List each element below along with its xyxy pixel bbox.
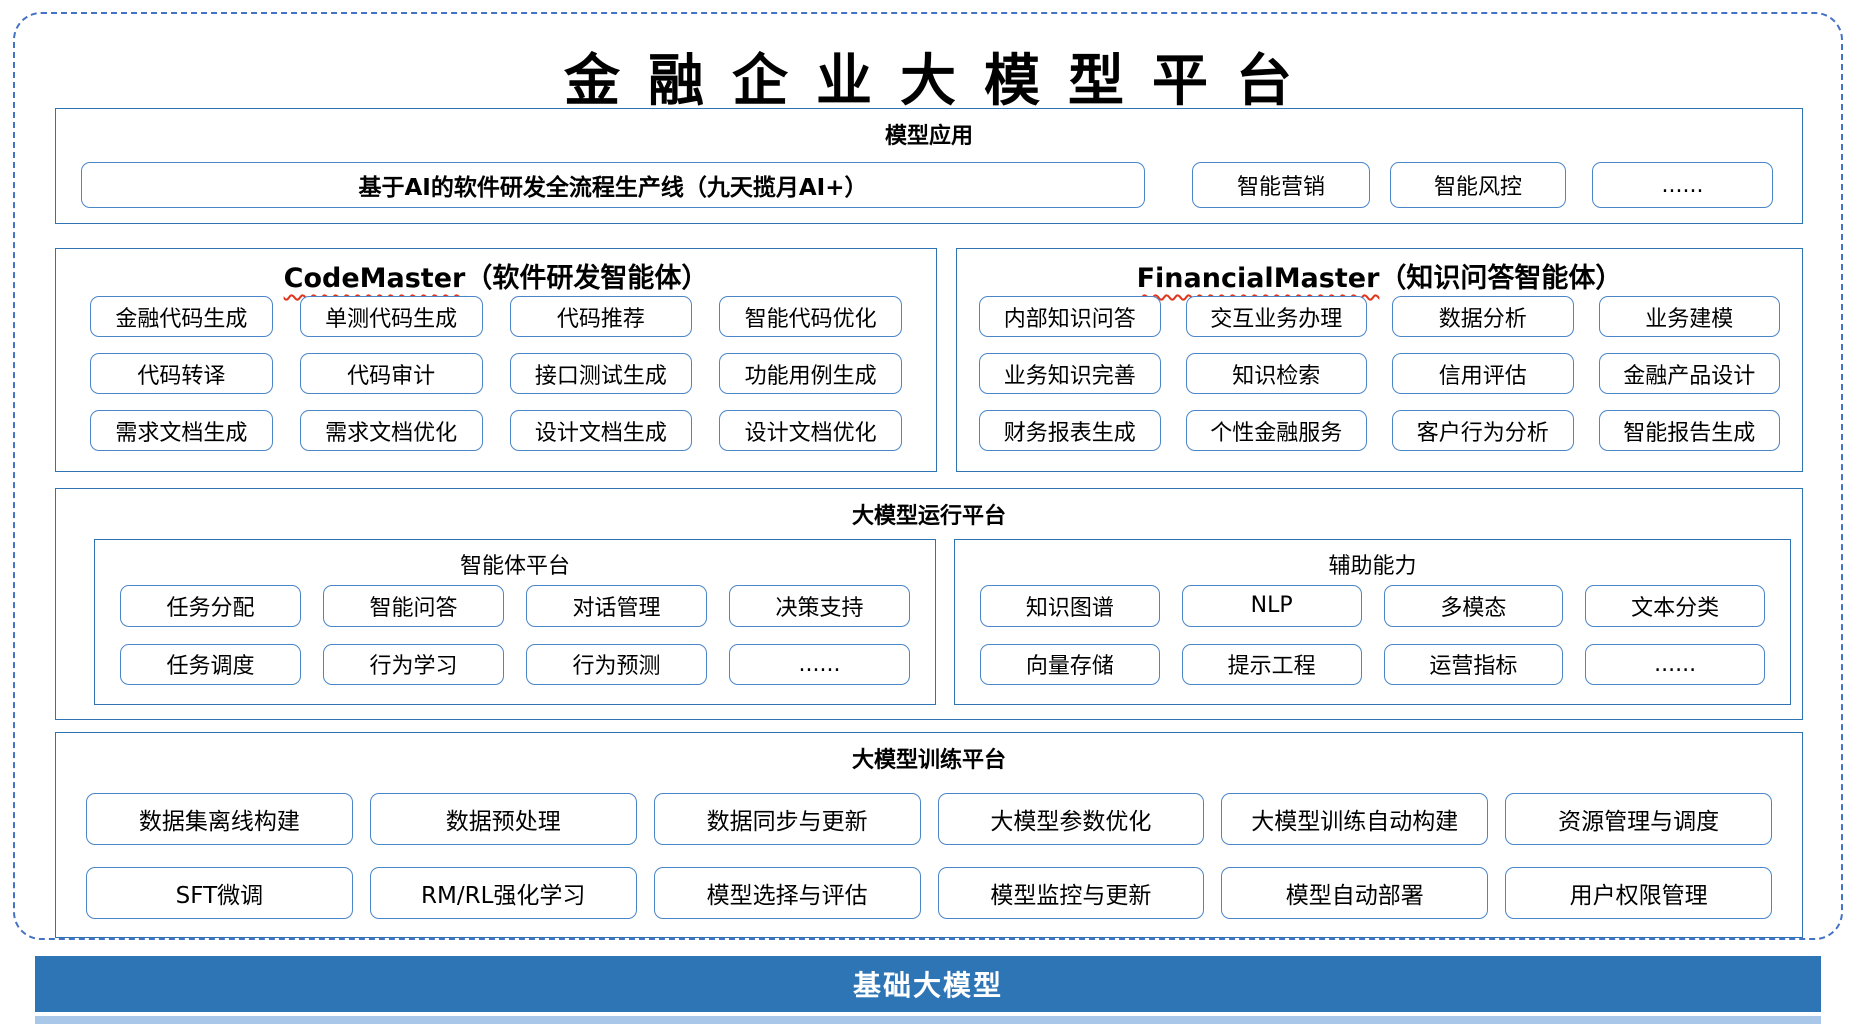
page-title: 金融企业大模型平台 bbox=[564, 48, 1320, 114]
chip: 模型监控与更新 bbox=[937, 867, 1205, 919]
chip: 业务知识完善 bbox=[979, 353, 1161, 394]
chip: RM/RL强化学习 bbox=[369, 867, 637, 919]
chip: 行为学习 bbox=[323, 643, 504, 685]
chip: 知识检索 bbox=[1185, 353, 1367, 394]
chip-grid: 数据集离线构建数据预处理数据同步与更新大模型参数优化大模型训练自动构建资源管理与… bbox=[86, 793, 1772, 919]
chip: ...... bbox=[1585, 643, 1765, 685]
chip: 资源管理与调度 bbox=[1505, 793, 1772, 845]
chip: 交互业务办理 bbox=[1185, 296, 1367, 337]
codemaster-title: CodeMaster（软件研发智能体） bbox=[56, 256, 936, 295]
chip-grid: 知识图谱 NLP 多模态文本分类向量存储提示工程运营指标...... bbox=[980, 585, 1765, 685]
codemaster-title-en: CodeMaster bbox=[283, 263, 466, 294]
chip: 设计文档优化 bbox=[719, 410, 902, 451]
chip: 智能报告生成 bbox=[1598, 410, 1780, 451]
financialmaster-title-en: FinancialMaster bbox=[1136, 263, 1380, 294]
chip: 智能营销 bbox=[1192, 162, 1370, 208]
chip: 智能代码优化 bbox=[719, 296, 902, 337]
chip: 个性金融服务 bbox=[1185, 410, 1367, 451]
subsection-agent-platform: 智能体平台 任务分配智能问答对话管理决策支持任务调度行为学习行为预测...... bbox=[94, 539, 936, 705]
chip: 任务分配 bbox=[120, 585, 301, 627]
chip: 文本分类 bbox=[1585, 585, 1765, 627]
section-model-app-title: 模型应用 bbox=[884, 124, 973, 149]
chip: 功能用例生成 bbox=[719, 353, 902, 394]
section-training-platform: 大模型训练平台 数据集离线构建数据预处理数据同步与更新大模型参数优化大模型训练自… bbox=[55, 732, 1803, 938]
chip: 数据集离线构建 bbox=[86, 793, 353, 845]
chip: 财务报表生成 bbox=[979, 410, 1161, 451]
chip: 智能问答 bbox=[323, 585, 504, 627]
chip-ai-pipeline: 基于AI的软件研发全流程生产线（九天揽月AI+） bbox=[81, 162, 1145, 208]
chip: 代码审计 bbox=[299, 353, 483, 394]
codemaster-title-zh: （软件研发智能体） bbox=[465, 263, 709, 294]
chip: 模型自动部署 bbox=[1221, 867, 1489, 919]
chip: 接口测试生成 bbox=[509, 353, 693, 394]
base-model-label: 基础大模型 bbox=[852, 969, 1003, 1002]
base-model-bar: 基础大模型 bbox=[35, 956, 1821, 1012]
chip: 金融代码生成 bbox=[90, 296, 273, 337]
chip: SFT微调 bbox=[86, 867, 353, 919]
chip: 大模型参数优化 bbox=[937, 793, 1205, 845]
agent-platform-title: 智能体平台 bbox=[459, 554, 570, 579]
chip: 客户行为分析 bbox=[1392, 410, 1574, 451]
section-codemaster: CodeMaster（软件研发智能体） 金融代码生成单测代码生成代码推荐智能代码… bbox=[55, 248, 937, 472]
training-title: 大模型训练平台 bbox=[851, 748, 1006, 773]
chip: 大模型训练自动构建 bbox=[1221, 793, 1489, 845]
chip: 行为预测 bbox=[526, 643, 707, 685]
chip: NLP bbox=[1181, 585, 1362, 627]
chip: 数据预处理 bbox=[369, 793, 637, 845]
chip: 需求文档优化 bbox=[299, 410, 483, 451]
chip: 业务建模 bbox=[1598, 296, 1780, 337]
chip: 单测代码生成 bbox=[299, 296, 483, 337]
aux-capabilities-title: 辅助能力 bbox=[1328, 554, 1417, 579]
chip: 用户权限管理 bbox=[1505, 867, 1772, 919]
chip: 信用评估 bbox=[1392, 353, 1574, 394]
runtime-title: 大模型运行平台 bbox=[851, 504, 1006, 529]
chip: 向量存储 bbox=[980, 643, 1160, 685]
subsection-aux-capabilities: 辅助能力 知识图谱 NLP 多模态文本分类向量存储提示工程运营指标...... bbox=[954, 539, 1791, 705]
chip: 任务调度 bbox=[120, 643, 301, 685]
model-app-row: 基于AI的软件研发全流程生产线（九天揽月AI+） 智能营销 智能风控 .....… bbox=[81, 162, 1773, 208]
chip: 代码推荐 bbox=[509, 296, 693, 337]
chip: 对话管理 bbox=[526, 585, 707, 627]
chip: 设计文档生成 bbox=[509, 410, 693, 451]
chip: 智能风控 bbox=[1390, 162, 1566, 208]
chip-grid: 任务分配智能问答对话管理决策支持任务调度行为学习行为预测...... bbox=[120, 585, 910, 685]
chip: 代码转译 bbox=[90, 353, 273, 394]
section-runtime-platform: 大模型运行平台 智能体平台 任务分配智能问答对话管理决策支持任务调度行为学习行为… bbox=[55, 488, 1803, 720]
chip: 多模态 bbox=[1383, 585, 1564, 627]
chip: 数据分析 bbox=[1392, 296, 1574, 337]
chip-grid: 金融代码生成单测代码生成代码推荐智能代码优化代码转译代码审计接口测试生成功能用例… bbox=[90, 296, 902, 451]
chip: 运营指标 bbox=[1383, 643, 1564, 685]
chip: 提示工程 bbox=[1181, 643, 1362, 685]
chip-grid: 内部知识问答交互业务办理数据分析业务建模业务知识完善知识检索信用评估金融产品设计… bbox=[979, 296, 1780, 451]
financialmaster-title-zh: （知识问答智能体） bbox=[1379, 263, 1623, 294]
chip: 模型选择与评估 bbox=[653, 867, 921, 919]
chip: 决策支持 bbox=[729, 585, 910, 627]
chip: 数据同步与更新 bbox=[653, 793, 921, 845]
chip: ...... bbox=[729, 643, 910, 685]
chip: ...... bbox=[1592, 162, 1773, 208]
outer-dashed-frame bbox=[13, 12, 1843, 940]
section-financialmaster: FinancialMaster（知识问答智能体） 内部知识问答交互业务办理数据分… bbox=[956, 248, 1803, 472]
base-model-strip bbox=[35, 1016, 1821, 1024]
chip: 需求文档生成 bbox=[90, 410, 273, 451]
chip: 金融产品设计 bbox=[1598, 353, 1780, 394]
chip: 知识图谱 bbox=[980, 585, 1160, 627]
chip: 内部知识问答 bbox=[979, 296, 1161, 337]
financialmaster-title: FinancialMaster（知识问答智能体） bbox=[957, 256, 1802, 295]
section-model-app: 模型应用 基于AI的软件研发全流程生产线（九天揽月AI+） 智能营销 智能风控 … bbox=[55, 108, 1803, 224]
